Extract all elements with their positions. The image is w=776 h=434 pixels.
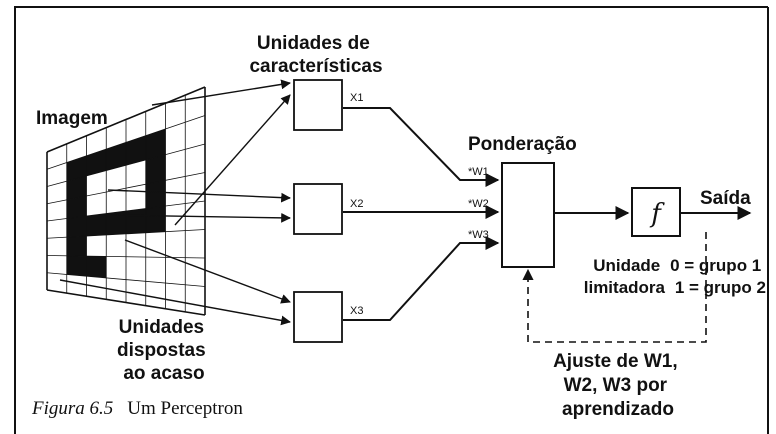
filled-cell: [106, 211, 126, 235]
filled-cell: [66, 175, 87, 200]
filled-cell: [106, 142, 126, 171]
grid-line: [46, 200, 206, 222]
group-mapping: 0 = grupo 1 1 = grupo 2: [670, 256, 766, 297]
weight-w1-label: *W1: [468, 166, 489, 178]
weight-w3-label: *W3: [468, 229, 489, 241]
filled-cell: [66, 155, 87, 182]
learning-adjust-label: Ajuste de W1, W2, W3 por aprendizado: [553, 351, 683, 420]
weighting-unit: [501, 162, 555, 268]
filled-cell: [66, 216, 87, 238]
input-x1-label: X1: [350, 92, 363, 104]
feature-units-label: Unidades de características: [249, 33, 382, 77]
random-units-label: Unidades dispostas ao acaso: [117, 317, 211, 384]
random-connections: [59, 79, 291, 326]
limiter-function-box: [631, 187, 681, 237]
grid-line: [46, 289, 206, 316]
feature-units: [293, 79, 343, 343]
figure-caption: Figura 6.5 Um Perceptron: [31, 398, 243, 419]
filled-cell: [66, 195, 87, 219]
weight-w2-label: *W2: [468, 198, 489, 210]
filled-cell: [145, 128, 166, 160]
feature-unit-1: [293, 79, 343, 131]
feature-unit-2: [293, 183, 343, 235]
figure-frame: [14, 6, 769, 434]
image-retina-grid: [46, 86, 206, 316]
learning-feedback-path: [522, 232, 707, 343]
grid-line: [46, 255, 206, 259]
image-label: Imagem: [36, 108, 108, 129]
filled-cell: [86, 213, 107, 237]
grid-line: [46, 272, 206, 287]
input-x2-label: X2: [350, 198, 363, 210]
feature-unit-3: [293, 291, 343, 343]
filled-cell: [86, 149, 107, 176]
filled-cell: [66, 255, 87, 277]
filled-cell: [145, 154, 166, 185]
weighted-connections: [343, 107, 500, 321]
filled-cell: [86, 256, 107, 278]
output-label: Saída: [700, 188, 751, 209]
filled-cell: [126, 135, 146, 166]
filled-cell: [145, 180, 166, 209]
weighting-label: Ponderação: [468, 134, 577, 155]
grid-line: [46, 229, 206, 239]
filled-cell: [66, 236, 87, 257]
filled-cell: [145, 206, 166, 233]
limiter-label: Unidade limitadora: [584, 256, 666, 297]
filled-cell: [126, 208, 146, 234]
input-x3-label: X3: [350, 305, 363, 317]
